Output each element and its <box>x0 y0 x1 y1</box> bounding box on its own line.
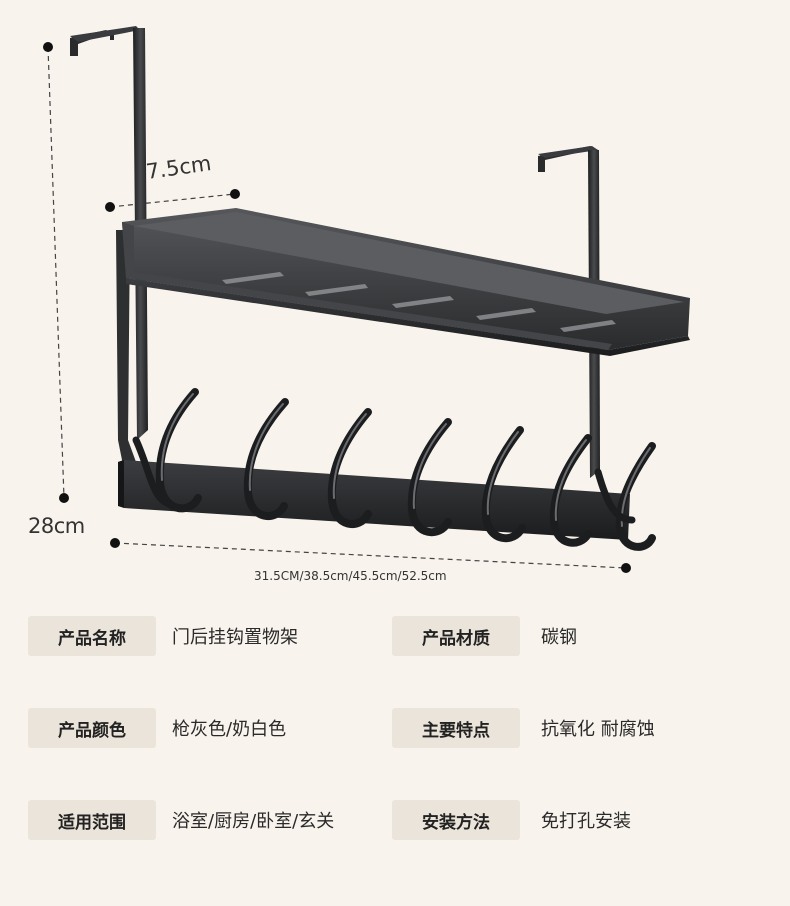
spec-row: 产品颜色 枪灰色/奶白色 主要特点 抗氧化 耐腐蚀 <box>0 708 790 752</box>
spec-label-installation: 安装方法 <box>392 800 520 840</box>
spec-value-material: 碳钢 <box>541 627 577 648</box>
spec-label-features: 主要特点 <box>392 708 520 748</box>
hooks <box>132 388 656 551</box>
hook-rack-image <box>43 26 690 573</box>
spec-row: 适用范围 浴室/厨房/卧室/玄关 安装方法 免打孔安装 <box>0 800 790 844</box>
height-dimension-label: 28cm <box>28 514 85 538</box>
dimension-dots <box>43 42 631 573</box>
spec-row: 产品名称 门后挂钩置物架 产品材质 碳钢 <box>0 616 790 660</box>
spec-label-usage: 适用范围 <box>28 800 156 840</box>
spec-label-material: 产品材质 <box>392 616 520 656</box>
spec-label-color: 产品颜色 <box>28 708 156 748</box>
spec-value-features: 抗氧化 耐腐蚀 <box>541 719 655 740</box>
spec-value-installation: 免打孔安装 <box>541 811 631 832</box>
spec-value-usage: 浴室/厨房/卧室/玄关 <box>172 811 335 832</box>
spec-label-product-name: 产品名称 <box>28 616 156 656</box>
product-illustration: 7.5cm 28cm 31.5CM/38.5cm/45.5cm/52.5cm <box>28 26 690 583</box>
width-dimension-label: 31.5CM/38.5cm/45.5cm/52.5cm <box>254 569 447 583</box>
dimension-lines <box>47 46 627 569</box>
shelf <box>122 208 690 356</box>
spec-value-product-name: 门后挂钩置物架 <box>172 627 298 648</box>
spec-value-color: 枪灰色/奶白色 <box>172 719 287 740</box>
